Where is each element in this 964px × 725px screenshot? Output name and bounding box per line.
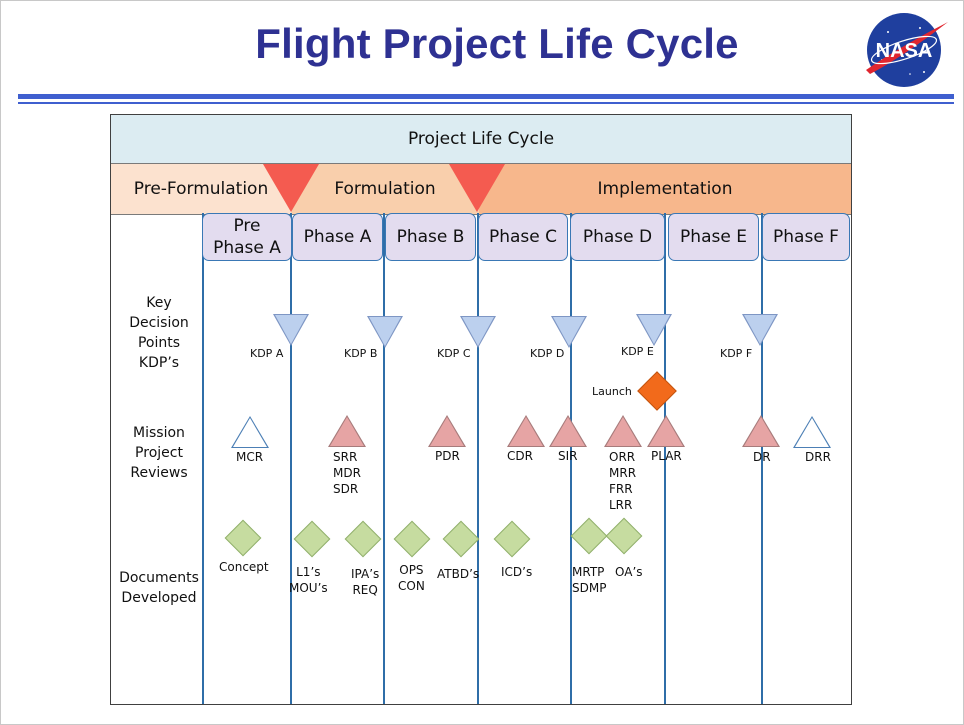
band-formulation: Formulation bbox=[291, 164, 479, 214]
kdp-triangle bbox=[636, 314, 672, 346]
review-triangle-hollow bbox=[793, 416, 831, 448]
kdp-label: KDP A bbox=[250, 347, 284, 360]
title-rule-thin bbox=[18, 102, 954, 104]
project-life-cycle-header: Project Life Cycle bbox=[111, 115, 851, 164]
phase-line bbox=[570, 213, 572, 704]
row-label-reviews: Mission Project Reviews bbox=[130, 425, 188, 481]
kdp-label: KDP B bbox=[344, 347, 378, 360]
document-diamond bbox=[393, 520, 431, 558]
review-triangle bbox=[647, 415, 685, 447]
document-label: ATBD’s bbox=[437, 567, 480, 581]
nasa-logo: NASA bbox=[866, 13, 948, 87]
document-diamond bbox=[605, 517, 643, 555]
launch-label: Launch bbox=[592, 385, 632, 398]
phase-d: Phase D bbox=[570, 213, 665, 261]
document-diamond bbox=[344, 520, 382, 558]
document-label: OA’s bbox=[615, 565, 643, 579]
kdp-triangle bbox=[742, 314, 778, 346]
gate-triangle bbox=[263, 164, 319, 212]
phase-line bbox=[383, 213, 385, 704]
review-triangle bbox=[549, 415, 587, 447]
life-cycle-diagram: Project Life Cycle Pre-Formulation Formu… bbox=[110, 114, 852, 705]
review-label: PDR bbox=[435, 449, 460, 463]
review-triangle-hollow bbox=[231, 416, 269, 448]
launch-diamond bbox=[637, 371, 677, 411]
document-label: L1’s MOU’s bbox=[289, 565, 328, 595]
kdp-label: KDP E bbox=[621, 345, 654, 358]
row-label-kdp: Key Decision Points KDP’s bbox=[129, 295, 189, 371]
phase-e: Phase E bbox=[668, 213, 759, 261]
kdp-triangle bbox=[367, 316, 403, 348]
document-label: IPA’s REQ bbox=[351, 567, 380, 597]
phase-c: Phase C bbox=[478, 213, 568, 261]
review-label: PLAR bbox=[651, 449, 682, 463]
gate-triangle bbox=[449, 164, 505, 212]
review-triangle bbox=[428, 415, 466, 447]
document-label: Concept bbox=[219, 560, 269, 574]
document-label: ICD’s bbox=[501, 565, 533, 579]
band-pre-formulation: Pre-Formulation bbox=[111, 164, 291, 214]
review-triangle bbox=[742, 415, 780, 447]
review-label: MCR bbox=[236, 450, 264, 464]
document-diamond bbox=[224, 519, 262, 557]
review-label: DRR bbox=[805, 450, 831, 464]
document-diamond bbox=[570, 517, 608, 555]
phase-line bbox=[664, 213, 666, 704]
document-label: MRTP SDMP bbox=[572, 565, 607, 595]
kdp-triangle bbox=[273, 314, 309, 346]
row-label-documents: Documents Developed bbox=[119, 570, 199, 606]
document-diamond bbox=[442, 520, 480, 558]
phase-pre-a: Pre Phase A bbox=[202, 213, 292, 261]
phase-line bbox=[477, 213, 479, 704]
kdp-label: KDP D bbox=[530, 347, 565, 360]
phase-line bbox=[290, 213, 292, 704]
kdp-triangle bbox=[551, 316, 587, 348]
phase-line bbox=[761, 213, 763, 704]
kdp-label: KDP C bbox=[437, 347, 471, 360]
phase-line bbox=[202, 213, 204, 704]
logo-text: NASA bbox=[876, 40, 933, 62]
review-triangle bbox=[328, 415, 366, 447]
phase-f: Phase F bbox=[762, 213, 850, 261]
band-implementation: Implementation bbox=[479, 164, 851, 214]
slide-title: Flight Project Life Cycle bbox=[255, 20, 739, 67]
review-label: DR bbox=[753, 450, 771, 464]
review-triangle bbox=[507, 415, 545, 447]
review-label: ORR MRR FRR LRR bbox=[609, 450, 637, 512]
phase-a: Phase A bbox=[292, 213, 383, 261]
document-label: OPS CON bbox=[398, 563, 425, 593]
document-diamond bbox=[493, 520, 531, 558]
review-triangle bbox=[604, 415, 642, 447]
document-diamond bbox=[293, 520, 331, 558]
title-rule bbox=[18, 94, 954, 99]
kdp-label: KDP F bbox=[720, 347, 753, 360]
kdp-triangle bbox=[460, 316, 496, 348]
review-label: SIR bbox=[558, 449, 578, 463]
phase-b: Phase B bbox=[385, 213, 476, 261]
review-label: CDR bbox=[507, 449, 533, 463]
review-label: SRR MDR SDR bbox=[333, 450, 361, 496]
